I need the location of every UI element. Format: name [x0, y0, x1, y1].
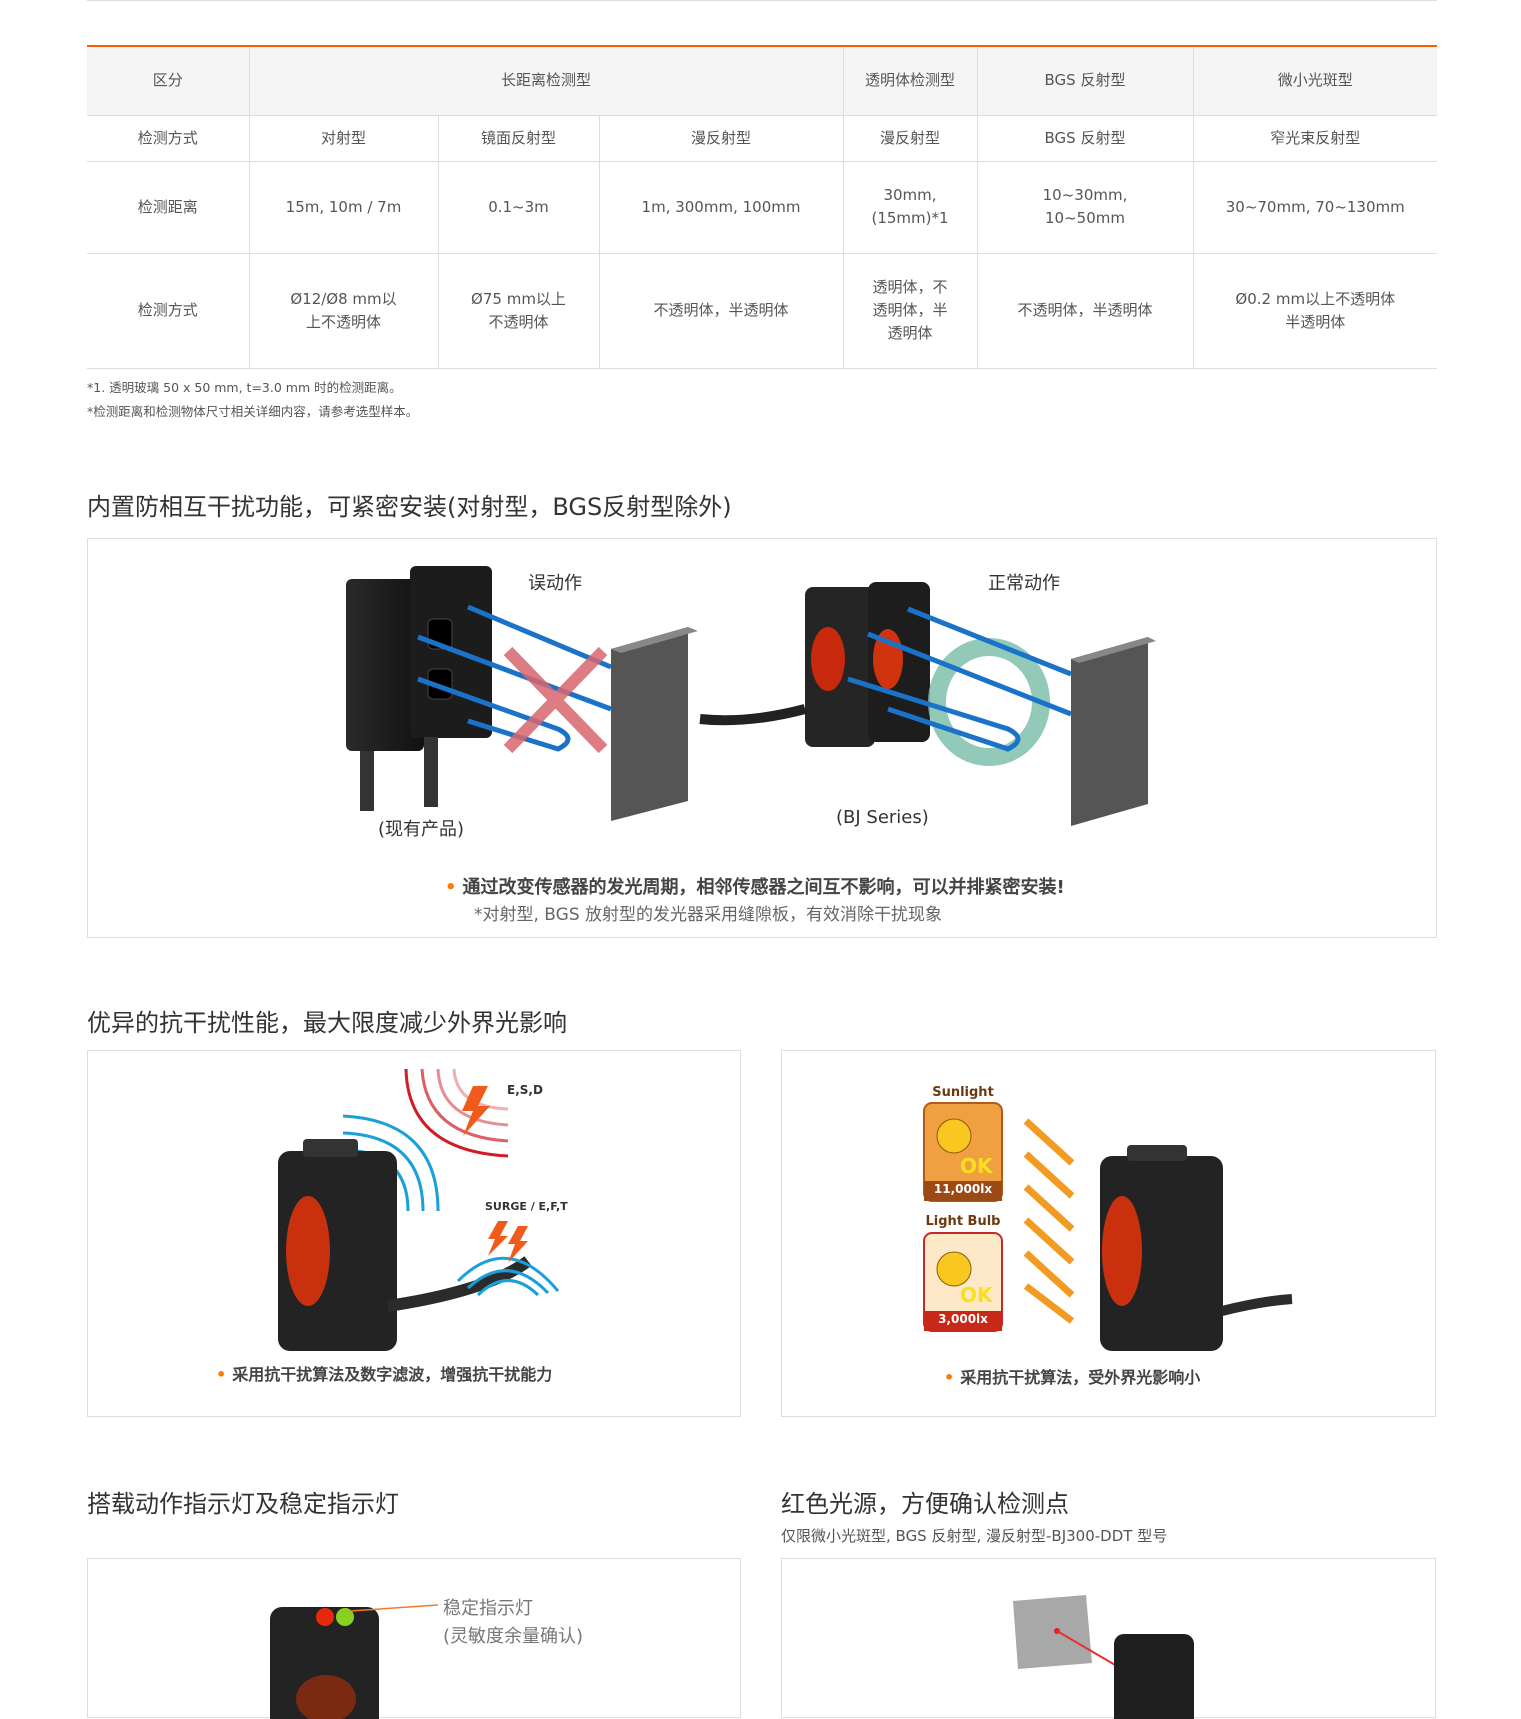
- table-cell: 镜面反射型: [437, 115, 599, 162]
- table-cell: 漫反射型: [842, 115, 977, 162]
- esd-label: E,S,D: [507, 1083, 543, 1097]
- caption: •采用抗干扰算法及数字滤波，增强抗干扰能力: [216, 1365, 553, 1384]
- caption: •通过改变传感器的发光周期，相邻传感器之间互不影响，可以并排紧密安装!: [445, 877, 1065, 898]
- section-title: 优异的抗干扰性能，最大限度减少外界光影响: [87, 1009, 567, 1037]
- table-cell: BGS 反射型: [976, 115, 1193, 162]
- spec-table: 区分 长距离检测型 透明体检测型 BGS 反射型 微小光斑型 检测方式 对射型 …: [87, 45, 1437, 369]
- header-cell: 微小光斑型: [1192, 46, 1437, 116]
- interference-illustration: 误动作 正常动作 (现有产品) (BJ Series) •通过改变传感器的发光周…: [87, 538, 1437, 938]
- existing-sensor-image: [346, 566, 492, 811]
- table-cell: 10~30mm, 10~50mm: [976, 161, 1193, 254]
- row-label: 检测方式: [87, 253, 249, 369]
- label-bj-series: (BJ Series): [836, 807, 929, 828]
- bj-series-sensor-image: [699, 582, 930, 747]
- table-cell: 漫反射型: [598, 115, 843, 162]
- caption-text: 通过改变传感器的发光周期，相邻传感器之间互不影响，可以并排紧密安装!: [462, 877, 1065, 898]
- light-bulb-ok: OK: [960, 1283, 993, 1307]
- section-subtitle: 仅限微小光斑型, BGS 反射型, 漫反射型-BJ300-DDT 型号: [781, 1527, 1168, 1545]
- caption: •采用抗干扰算法，受外界光影响小: [944, 1368, 1201, 1387]
- table-cell: 0.1~3m: [437, 161, 599, 254]
- header-cell: 透明体检测型: [842, 46, 977, 116]
- stability-indicator-label: 稳定指示灯: [443, 1598, 533, 1619]
- table-cell: Ø0.2 mm以上不透明体 半透明体: [1192, 253, 1437, 369]
- table-cell: 15m, 10m / 7m: [248, 161, 438, 254]
- red-light-illustration: [781, 1558, 1436, 1719]
- section-title: 红色光源，方便确认检测点: [781, 1490, 1069, 1518]
- table-row: 检测方式 Ø12/Ø8 mm以上不透明体 Ø75 mm以上不透明体 不透明体，半…: [87, 253, 1437, 369]
- header-cell: BGS 反射型: [976, 46, 1193, 116]
- light-bulb-lux: 3,000lx: [938, 1312, 988, 1326]
- stability-indicator-sublabel: (灵敏度余量确认): [443, 1626, 584, 1647]
- indicator-illustration: 稳定指示灯 (灵敏度余量确认): [87, 1558, 741, 1719]
- table-header-row: 区分 长距离检测型 透明体检测型 BGS 反射型 微小光斑型: [87, 46, 1437, 116]
- operation-led-icon: [316, 1608, 334, 1626]
- label-existing-product: (现有产品): [378, 819, 465, 840]
- header-cell: 长距离检测型: [248, 46, 843, 116]
- table-cell: 透明体，不透明体，半透明体: [842, 253, 977, 369]
- caption-text: 采用抗干扰算法，受外界光影响小: [960, 1368, 1201, 1387]
- sunlight-ok: OK: [960, 1154, 993, 1178]
- sunlight-label: Sunlight: [932, 1085, 994, 1100]
- table-note: *1. 透明玻璃 50 x 50 mm, t=3.0 mm 时的检测距离。: [87, 380, 402, 395]
- caption-note: *对射型, BGS 放射型的发光器采用缝隙板，有效消除干扰现象: [474, 905, 943, 925]
- table-cell: Ø75 mm以上不透明体: [437, 253, 599, 369]
- stability-led-icon: [336, 1608, 354, 1626]
- lightning-icon: [462, 1086, 490, 1136]
- table-row: 检测距离 15m, 10m / 7m 0.1~3m 1m, 300mm, 100…: [87, 161, 1437, 254]
- interference-graphic: [346, 566, 1156, 826]
- table-note: *检测距离和检测物体尺寸相关详细内容，请参考选型样本。: [87, 404, 419, 419]
- sunlight-lux: 11,000lx: [933, 1182, 993, 1196]
- row-label: 检测方式: [87, 115, 249, 162]
- label-normal-action: 正常动作: [988, 573, 1060, 594]
- table-cell: 不透明体，半透明体: [598, 253, 843, 369]
- noise-immunity-illustration: E,S,D SURGE / E,F,T •采用抗干扰算法及数字滤波，增强抗干扰能…: [87, 1050, 741, 1417]
- red-light-graphic: [1013, 1595, 1194, 1719]
- table-cell: 30mm, (15mm)*1: [842, 161, 977, 254]
- indicator-graphic: [270, 1604, 439, 1719]
- table-cell: Ø12/Ø8 mm以上不透明体: [248, 253, 438, 369]
- table-cell: 1m, 300mm, 100mm: [598, 161, 843, 254]
- ambient-light-illustration: Sunlight OK 11,000lx Light Bulb OK 3,000…: [781, 1050, 1436, 1417]
- table-row: 检测方式 对射型 镜面反射型 漫反射型 漫反射型 BGS 反射型 窄光束反射型: [87, 115, 1437, 162]
- section-title: 搭载动作指示灯及稳定指示灯: [87, 1490, 399, 1518]
- surge-lightning-icon: [488, 1221, 508, 1256]
- top-divider: [87, 0, 1437, 1]
- surge-label: SURGE / E,F,T: [485, 1200, 568, 1213]
- table-cell: 30~70mm, 70~130mm: [1192, 161, 1437, 254]
- caption-text: 采用抗干扰算法及数字滤波，增强抗干扰能力: [232, 1365, 553, 1384]
- light-bulb-label: Light Bulb: [925, 1214, 1001, 1229]
- ambient-light-graphic: [923, 1102, 1293, 1351]
- table-cell: 窄光束反射型: [1192, 115, 1437, 162]
- table-cell: 对射型: [248, 115, 438, 162]
- row-label: 检测距离: [87, 161, 249, 254]
- table-cell: 不透明体，半透明体: [976, 253, 1193, 369]
- header-cell: 区分: [87, 46, 249, 116]
- cross-mark-icon: [503, 646, 608, 754]
- section-title: 内置防相互干扰功能，可紧密安装(对射型，BGS反射型除外): [87, 493, 732, 521]
- label-wrong-action: 误动作: [528, 573, 582, 594]
- noise-graphic: [278, 1068, 560, 1351]
